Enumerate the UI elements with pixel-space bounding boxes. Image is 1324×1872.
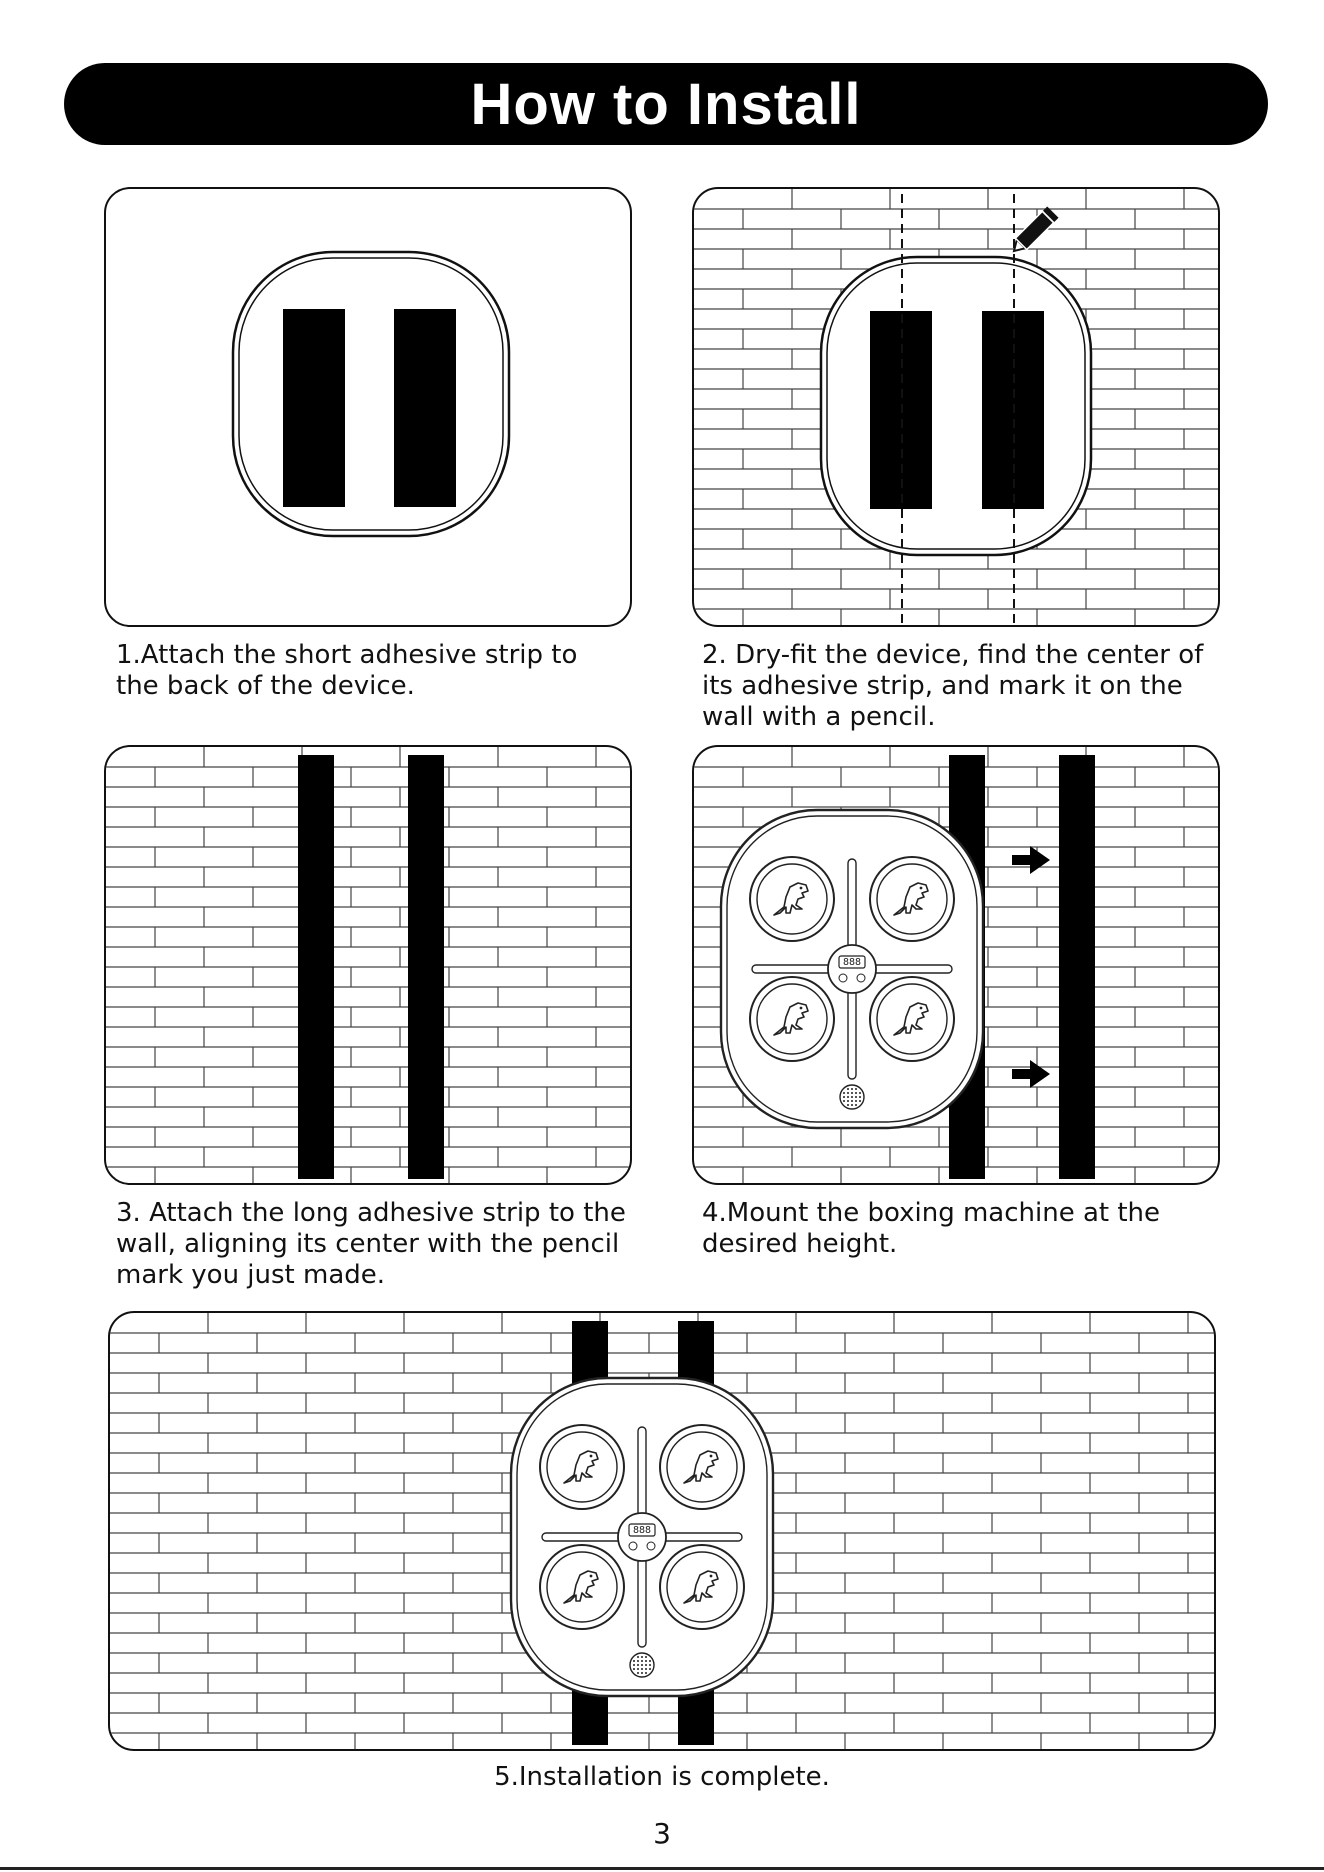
control-panel: 888	[827, 944, 877, 994]
step-4-illustration: 888	[692, 745, 1220, 1185]
speaker-grille-icon	[629, 1652, 655, 1678]
boxing-machine: 888	[509, 1376, 775, 1698]
dinosaur-icon	[773, 1002, 809, 1036]
step-1-caption: 1.Attach the short adhesive strip to the…	[116, 640, 577, 702]
installed-device-drawing: 888	[110, 1313, 1214, 1749]
caption-line: 3. Attach the long adhesive strip to the	[116, 1198, 626, 1228]
speaker-grille-icon	[839, 1084, 865, 1110]
short-adhesive-strip-left	[283, 309, 345, 507]
punch-pad	[539, 1424, 625, 1510]
caption-line: mark you just made.	[116, 1260, 386, 1290]
punch-pad	[659, 1424, 745, 1510]
step-3-caption: 3. Attach the long adhesive strip to the…	[116, 1198, 626, 1291]
caption-line: wall, aligning its center with the penci…	[116, 1229, 620, 1259]
long-adhesive-strip-left	[298, 755, 334, 1179]
punch-pad	[869, 976, 955, 1062]
device-outline	[819, 255, 1093, 557]
plus-button-icon	[856, 973, 866, 983]
device-outline	[231, 250, 511, 538]
caption-line: desired height.	[702, 1229, 898, 1259]
punch-pad	[659, 1544, 745, 1630]
dinosaur-icon	[893, 882, 929, 916]
title-banner: How to Install	[64, 63, 1268, 145]
step-5-caption: 5.Installation is complete.	[0, 1762, 1324, 1793]
long-adhesive-strip-right	[1059, 755, 1095, 1179]
caption-line: the back of the device.	[116, 671, 415, 701]
boxing-machine: 888	[719, 808, 985, 1130]
plus-button-icon	[646, 1541, 656, 1551]
display-readout: 888	[843, 957, 861, 968]
step-3-illustration	[104, 745, 632, 1185]
control-panel: 888	[617, 1512, 667, 1562]
step-2-caption: 2. Dry-fit the device, find the center o…	[702, 640, 1203, 733]
caption-line: 2. Dry-fit the device, find the center o…	[702, 640, 1204, 670]
display-readout: 888	[633, 1525, 651, 1536]
dinosaur-icon	[773, 882, 809, 916]
pencil-icon	[1012, 206, 1059, 253]
punch-pad	[749, 976, 835, 1062]
page-title: How to Install	[470, 71, 862, 137]
punch-pad	[869, 856, 955, 942]
arrow-right-icon	[1012, 1060, 1050, 1088]
brick-wall	[106, 747, 630, 1183]
caption-line: its adhesive strip, and mark it on the	[702, 671, 1183, 701]
dinosaur-icon	[563, 1570, 599, 1604]
arrow-right-icon	[1012, 846, 1050, 874]
punch-pad	[749, 856, 835, 942]
caption-line: 1.Attach the short adhesive strip to	[116, 640, 578, 670]
dinosaur-icon	[893, 1002, 929, 1036]
step-1-illustration	[104, 187, 632, 627]
minus-button-icon	[628, 1541, 638, 1551]
minus-button-icon	[838, 973, 848, 983]
punch-pad	[539, 1544, 625, 1630]
mount-device-drawing: 888	[694, 747, 1218, 1183]
step-2-illustration	[692, 187, 1220, 627]
dry-fit-drawing	[694, 189, 1218, 625]
dinosaur-icon	[683, 1450, 719, 1484]
short-adhesive-strip-right	[394, 309, 456, 507]
caption-line: 5.Installation is complete.	[494, 1762, 830, 1792]
step-5-illustration: 888	[108, 1311, 1216, 1751]
caption-line: 4.Mount the boxing machine at the	[702, 1198, 1161, 1228]
dinosaur-icon	[563, 1450, 599, 1484]
step-4-caption: 4.Mount the boxing machine at the desire…	[702, 1198, 1160, 1260]
long-strip-drawing	[106, 747, 630, 1183]
caption-line: wall with a pencil.	[702, 702, 936, 732]
device-back-drawing	[231, 250, 511, 538]
page-number: 3	[653, 1817, 671, 1850]
page-bottom-rule	[0, 1867, 1324, 1870]
long-adhesive-strip-right	[408, 755, 444, 1179]
dinosaur-icon	[683, 1570, 719, 1604]
